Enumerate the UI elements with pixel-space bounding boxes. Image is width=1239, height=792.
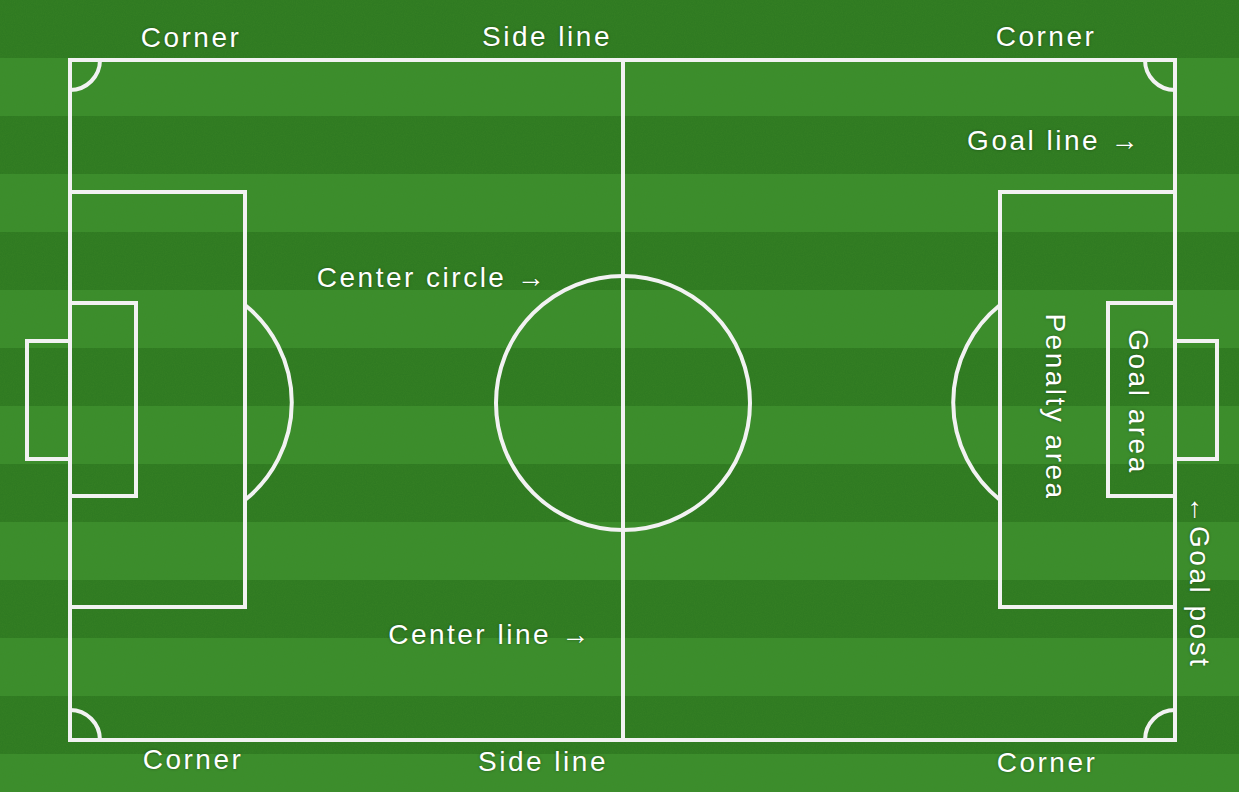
goal-area-label: Goal area <box>1123 329 1154 474</box>
side-line-label: Side line <box>482 22 612 53</box>
goal-post-label: ←Goal post <box>1184 496 1215 669</box>
pitch-markings <box>27 60 1217 740</box>
penalty-area-label: Penalty area <box>1040 313 1071 500</box>
goal-line-label: Goal line → <box>967 126 1141 157</box>
corner-label: Corner <box>143 745 244 776</box>
center-circle-label: Center circle → <box>317 263 547 294</box>
center-line-label: Center line → <box>388 620 592 651</box>
corner-label: Corner <box>997 748 1098 779</box>
corner-label: Corner <box>996 22 1097 53</box>
side-line-label: Side line <box>478 747 608 778</box>
corner-label: Corner <box>141 23 242 54</box>
